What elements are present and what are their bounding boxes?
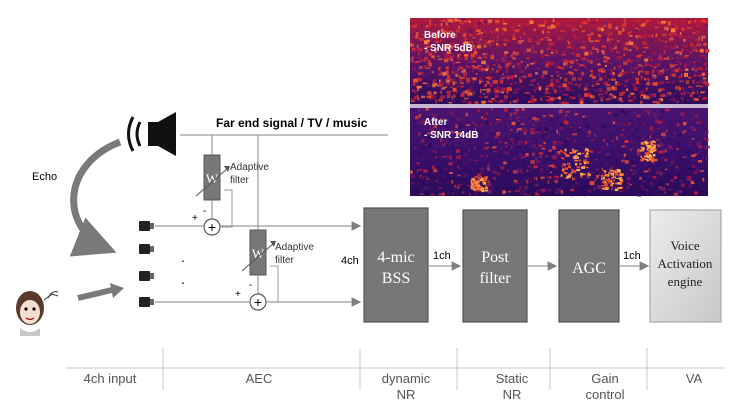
post-filter-block-line2: filter — [479, 270, 511, 287]
adaptive-filter-2-label-line1: Adaptive — [275, 242, 314, 253]
stage-static-nr-line1: Static — [496, 371, 529, 386]
spectrogram-after-title: After — [424, 117, 447, 128]
adaptive-filter-1: W Adaptive filter - + + — [192, 154, 269, 236]
adaptive-filter-1-plus: + — [192, 213, 198, 224]
microphone-icon — [139, 244, 154, 254]
va-block-line2: Activation — [658, 256, 713, 271]
mic-ellipsis-dot-1: . — [181, 249, 185, 265]
agc-block-label: AGC — [572, 260, 606, 277]
adaptive-filter-2-minus: - — [249, 280, 252, 291]
channel-label-4ch: 4ch — [341, 255, 359, 267]
spectrogram-after-snr: - SNR 14dB — [424, 130, 478, 141]
post-filter-block-line1: Post — [481, 249, 509, 266]
stage-static-nr-line2: NR — [503, 387, 522, 402]
bss-block-line1: 4-mic — [377, 249, 414, 266]
va-engine-block: Voice Activation engine — [649, 209, 722, 323]
speaker-icon — [127, 112, 176, 156]
person-speaking-icon — [16, 291, 59, 336]
adaptive-filter-1-minus: - — [203, 206, 206, 217]
spectrogram-before-panel — [410, 18, 710, 106]
spectrogram: Before - SNR 5dB After - SNR 14dB — [410, 18, 710, 197]
adaptive-filter-2-plus: + — [235, 289, 241, 300]
speech-arrow — [77, 283, 124, 301]
adaptive-filter-2-symbol: W — [252, 246, 265, 261]
va-block-line1: Voice — [670, 238, 700, 253]
channel-label-agc-to-va: 1ch — [623, 250, 641, 262]
stage-va: VA — [686, 371, 703, 386]
far-end-signal-label: Far end signal / TV / music — [216, 116, 368, 130]
spectrogram-before-title: Before — [424, 30, 456, 41]
microphone-array — [139, 221, 154, 307]
microphone-icon — [139, 271, 154, 281]
adaptive-filter-2: W Adaptive filter - + + — [235, 229, 314, 311]
mic-ellipsis-dot-2: . — [181, 271, 185, 287]
echo-label: Echo — [32, 171, 57, 183]
stage-dynamic-nr-line2: NR — [397, 387, 416, 402]
summing-node-1-symbol: + — [208, 219, 216, 235]
agc-block: AGC — [558, 209, 620, 323]
spectrogram-before-snr: - SNR 5dB — [424, 43, 473, 54]
microphone-icon — [139, 221, 154, 231]
adaptive-filter-1-symbol: W — [206, 171, 219, 186]
bss-block-line2: BSS — [382, 270, 410, 287]
bss-block: 4-mic BSS — [363, 207, 429, 323]
microphone-icon — [139, 297, 154, 307]
stage-gain-control-line2: control — [585, 387, 624, 402]
stage-aec: AEC — [246, 371, 273, 386]
adaptive-filter-2-label-line2: filter — [275, 255, 295, 266]
stage-gain-control-line1: Gain — [591, 371, 618, 386]
summing-node-2-symbol: + — [254, 294, 262, 310]
va-block-line3: engine — [668, 274, 703, 289]
adaptive-filter-1-label-line1: Adaptive — [230, 162, 269, 173]
spectrogram-after-panel — [410, 108, 710, 197]
spectrogram-divider — [410, 104, 708, 108]
echo-arrow — [69, 138, 122, 257]
post-filter-block: Post filter — [462, 209, 528, 323]
adaptive-filter-1-label-line2: filter — [230, 175, 250, 186]
stage-4ch-input: 4ch input — [84, 371, 137, 386]
stage-dynamic-nr-line1: dynamic — [382, 371, 431, 386]
stage-strip: 4ch input AEC dynamic NR Static NR Gain … — [66, 348, 725, 402]
channel-label-bss-to-post: 1ch — [433, 250, 451, 262]
